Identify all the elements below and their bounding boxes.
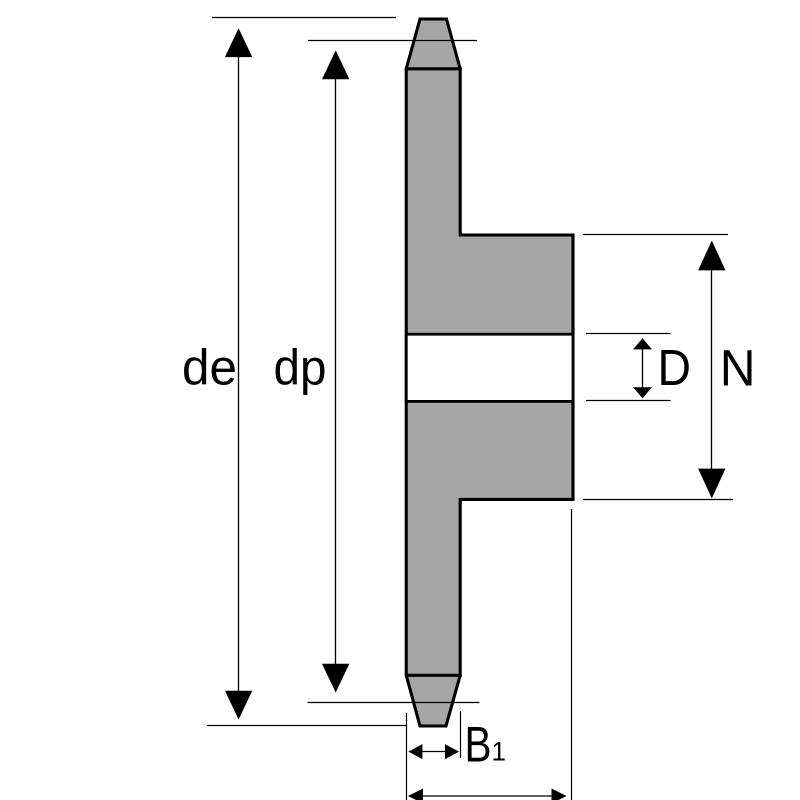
svg-text:dp: dp (274, 340, 327, 396)
svg-text:B: B (465, 717, 492, 773)
svg-text:D: D (658, 339, 692, 396)
svg-text:1: 1 (492, 737, 507, 767)
svg-text:N: N (720, 340, 756, 397)
svg-text:de: de (182, 340, 237, 396)
